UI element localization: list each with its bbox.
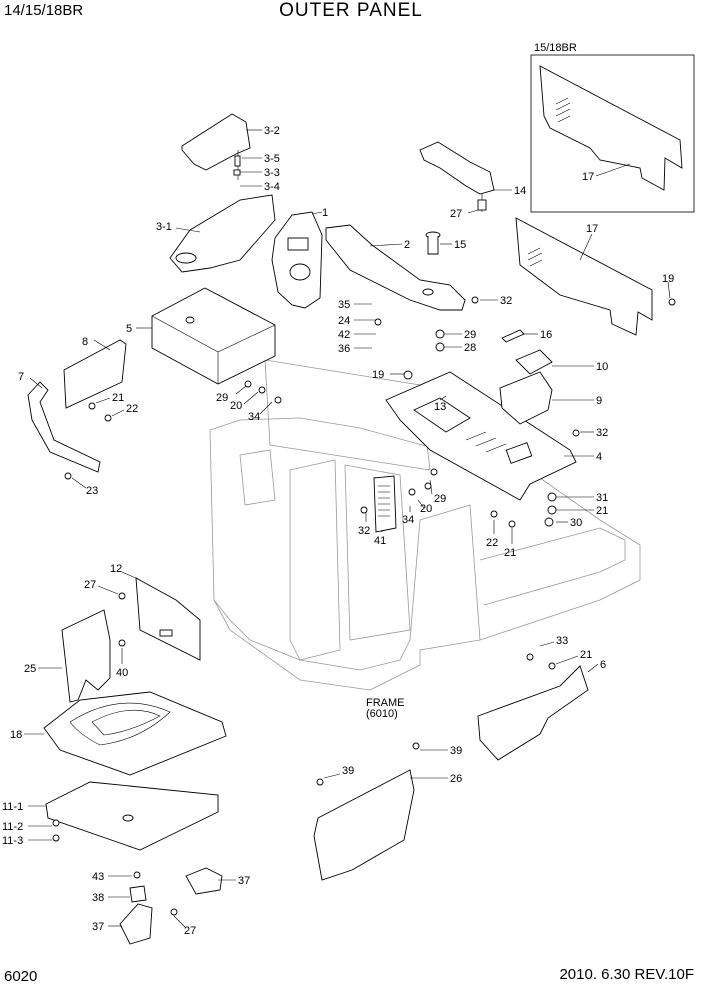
cup-holder-parts-9-10-16 (499, 329, 553, 425)
callout: 21 (596, 505, 608, 517)
frame-outline: FRAME (6010) (209, 359, 641, 720)
callout: 20 (230, 400, 242, 412)
callout: 21 (504, 547, 516, 559)
main-panel-part-4 (385, 371, 577, 501)
callout: 37 (92, 921, 104, 933)
callout: 22 (486, 537, 498, 549)
knob-part-15 (425, 231, 441, 255)
frame-label: FRAME (366, 697, 405, 709)
callout: 2 (404, 239, 410, 251)
callout: 34 (402, 514, 414, 526)
inset-part-label: 17 (582, 171, 594, 183)
callout: 3-4 (264, 181, 280, 193)
callout: 40 (116, 667, 128, 679)
callout: 20 (420, 503, 432, 515)
callout: 6 (600, 659, 606, 671)
callout: 11-1 (2, 801, 23, 813)
page-title: OUTER PANEL (279, 0, 423, 21)
callout: 39 (450, 745, 462, 757)
callout: 27 (184, 925, 196, 937)
callout: 30 (570, 517, 582, 529)
callout: 29 (216, 392, 228, 404)
callout: 36 (338, 343, 350, 355)
vent-part-41 (373, 475, 397, 533)
callout: 5 (126, 323, 132, 335)
callout: 29 (464, 329, 476, 341)
callout: 15 (454, 239, 466, 251)
frame-ref: (6010) (366, 708, 398, 720)
armrest-assembly (169, 113, 276, 273)
leader-lines (24, 129, 671, 929)
callout: 38 (92, 892, 104, 904)
callout: 3-1 (156, 221, 172, 233)
floor-mat-part-18 (43, 691, 227, 776)
callout: 32 (358, 525, 370, 537)
callout: 8 (82, 336, 88, 348)
callout: 23 (86, 485, 98, 497)
callout: 3-2 (264, 125, 280, 137)
callout: 22 (126, 403, 138, 415)
callout: 29 (434, 493, 446, 505)
callout: 3-5 (264, 153, 280, 165)
callout: 7 (18, 371, 24, 383)
handle-part-14 (419, 141, 495, 212)
callout: 21 (580, 649, 592, 661)
panel-part-25 (61, 609, 111, 703)
bottom-bracket-parts-37-38-43 (119, 867, 223, 945)
callout: 18 (10, 729, 22, 741)
cover-plate-part-12 (135, 577, 201, 661)
callout: 31 (596, 492, 608, 504)
inset-15-18br: 15/18BR 17 (530, 42, 695, 213)
callout: 1 (322, 207, 328, 219)
fasteners (52, 296, 676, 916)
callout: 26 (450, 773, 462, 785)
callout: 33 (556, 635, 568, 647)
callout: 34 (248, 411, 260, 423)
plate-part-26 (313, 769, 415, 881)
model-label: 14/15/18BR (4, 2, 84, 19)
callout: 27 (84, 579, 96, 591)
callout-labels: 3-2 3-5 3-3 3-4 3-1 1 2 14 27 15 17 19 5… (2, 125, 674, 937)
callout: 19 (372, 369, 384, 381)
callout: 27 (450, 208, 462, 220)
side-cover-part-2 (325, 224, 466, 311)
callout: 16 (540, 329, 552, 341)
callout: 13 (434, 401, 446, 413)
callout: 39 (342, 765, 354, 777)
bracket-part-6 (477, 665, 589, 761)
callout: 43 (92, 871, 104, 883)
callout: 28 (464, 342, 476, 354)
callout: 37 (238, 875, 250, 887)
callout: 42 (338, 329, 350, 341)
callout: 14 (514, 185, 526, 197)
callout: 24 (338, 315, 350, 327)
floor-plate-part-11-1 (45, 781, 219, 851)
rear-panel-part-17 (515, 217, 653, 336)
callout: 11-3 (2, 835, 23, 847)
callout: 17 (586, 223, 598, 235)
callout: 41 (374, 535, 386, 547)
callout: 3-3 (264, 167, 280, 179)
callout: 32 (500, 295, 512, 307)
callout: 19 (662, 273, 674, 285)
page-number: 6020 (4, 968, 38, 985)
callout: 10 (596, 361, 608, 373)
callout: 9 (596, 395, 602, 407)
callout: 32 (596, 427, 608, 439)
callout: 25 (24, 663, 36, 675)
callout: 35 (338, 299, 350, 311)
callout: 12 (110, 563, 122, 575)
callout: 4 (596, 451, 602, 463)
revision-date: 2010. 6.30 REV.10F (559, 966, 694, 983)
inset-label: 15/18BR (534, 42, 577, 54)
console-part-1 (271, 211, 323, 309)
callout: 21 (112, 392, 124, 404)
plate-part-5 (151, 287, 276, 385)
callout: 11-2 (2, 821, 23, 833)
side-guard-parts-7-8 (27, 339, 127, 473)
